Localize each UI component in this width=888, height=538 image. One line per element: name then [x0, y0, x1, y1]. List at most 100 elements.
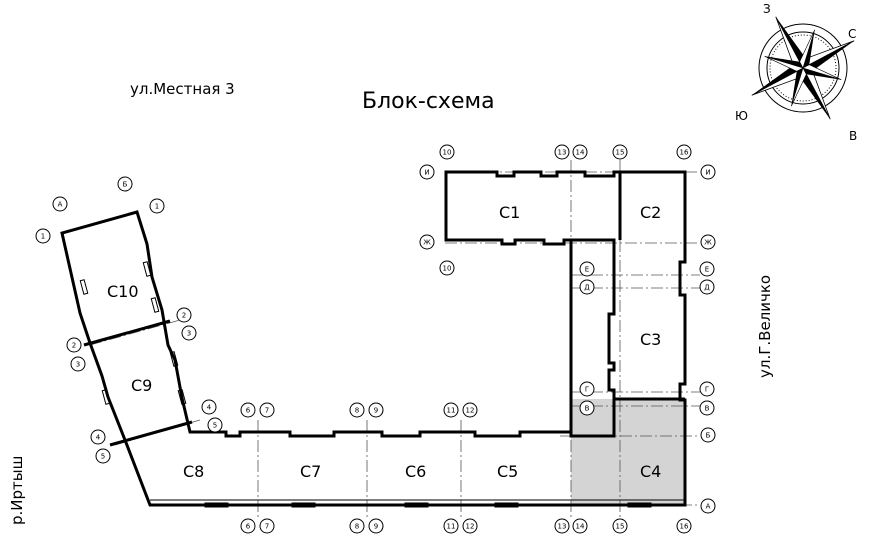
axis-bubble [700, 498, 716, 514]
axis-bubble [612, 518, 628, 534]
axis-bubble [579, 381, 595, 397]
axis-bubble-label: И [424, 169, 429, 177]
axis-bubble-label: 12 [466, 523, 475, 531]
axis-bubble-label: 11 [447, 407, 456, 415]
axis-bubble-label: 7 [265, 523, 269, 531]
section-label: С6 [405, 462, 426, 481]
axis-bubble-label: 1 [155, 203, 159, 211]
section-label: С2 [640, 203, 661, 222]
axis-bubble-label: Б [706, 432, 711, 440]
axis-bubble-label: 14 [576, 523, 585, 531]
axis-bubble [259, 518, 275, 534]
axis-bubble [699, 381, 715, 397]
axis-bubble [35, 228, 51, 244]
axis-bubble-label: 16 [680, 523, 689, 531]
axis-bubble [70, 356, 86, 372]
compass-east-label: С [848, 27, 856, 41]
axis-bubble-label: Е [585, 266, 589, 274]
axis-bubble-label: 6 [246, 523, 251, 531]
axis-bubble [207, 417, 223, 433]
axis-bubble [554, 518, 570, 534]
axis-bubble [240, 518, 256, 534]
compass-rose: З С В Ю [735, 2, 857, 143]
axis-bubble [439, 144, 455, 160]
axis-bubble-label: 6 [246, 407, 251, 415]
axis-bubble [699, 400, 715, 416]
section-c4-highlight [571, 399, 685, 505]
section-label: С4 [640, 462, 661, 481]
axis-bubble [90, 429, 106, 445]
axis-bubble [554, 144, 570, 160]
axis-bubble [176, 307, 192, 323]
axis-bubble-label: 8 [355, 523, 359, 531]
axis-bubble [676, 144, 692, 160]
compass-north-label: З [763, 2, 771, 16]
axis-bubble [368, 518, 384, 534]
section-label: С1 [499, 203, 520, 222]
axis-bubble [462, 402, 478, 418]
axis-bubble [699, 261, 715, 277]
axis-bubble-label: 3 [76, 361, 80, 369]
axis-bubble-label: 16 [680, 149, 689, 157]
axis-bubble [572, 518, 588, 534]
section-label: С7 [300, 462, 321, 481]
axis-bubble [700, 427, 716, 443]
axis-bubble-label: 13 [558, 523, 567, 531]
axis-bubble [149, 198, 165, 214]
axis-bubble-label: 2 [72, 342, 76, 350]
axis-bubble-label: 4 [207, 404, 212, 412]
axis-bubble-label: Д [584, 284, 590, 292]
axis-bubble-label: 3 [187, 330, 191, 338]
axis-bubble [579, 279, 595, 295]
section-label: С8 [183, 462, 204, 481]
axis-bubble [419, 234, 435, 250]
axis-bubble [201, 399, 217, 415]
axis-bubble [259, 402, 275, 418]
axis-bubble-label: 2 [182, 312, 186, 320]
street-label-local: ул.Местная 3 [130, 80, 235, 98]
section-label: С3 [640, 330, 661, 349]
axis-bubble [443, 402, 459, 418]
compass-west-label: Ю [735, 109, 748, 123]
axis-bubble [612, 144, 628, 160]
axis-bubble [240, 402, 256, 418]
window-marks [79, 261, 652, 508]
axis-bubble [579, 400, 595, 416]
compass-south-label: В [849, 129, 857, 143]
axis-bubble-label: Г [585, 386, 589, 394]
axis-bubble [181, 325, 197, 341]
axis-bubble [419, 164, 435, 180]
section-label: С9 [131, 376, 152, 395]
axis-bubble [676, 518, 692, 534]
axis-bubble [579, 261, 595, 277]
section-label: С5 [497, 462, 518, 481]
axis-bubble-label: Ж [423, 239, 431, 247]
axis-bubble-label: 14 [576, 149, 585, 157]
street-label-velichko: ул.Г.Величко [756, 275, 774, 378]
diagram-title: Блок-схема [362, 89, 495, 114]
axis-bubble-label: 1 [41, 233, 45, 241]
axis-bubble-label: 8 [355, 407, 359, 415]
axis-bubble [349, 402, 365, 418]
building-outline [60, 170, 687, 508]
axis-bubble-label: 7 [265, 407, 269, 415]
axis-bubble [66, 337, 82, 353]
axis-bubble-label: 10 [443, 149, 452, 157]
axis-bubble-label: 15 [616, 149, 625, 157]
axis-bubble [699, 279, 715, 295]
axis-bubble [368, 402, 384, 418]
axis-bubble-label: А [706, 503, 711, 511]
axis-bubble-label: В [585, 405, 590, 413]
axis-bubble [700, 234, 716, 250]
axis-bubble [117, 176, 133, 192]
axis-bubble-label: 5 [101, 453, 105, 461]
axis-bubble-label: 9 [374, 407, 378, 415]
axis-bubble [52, 196, 68, 212]
axis-bubble-label: Д [704, 284, 710, 292]
axis-bubble [572, 144, 588, 160]
axis-bubble-label: И [705, 169, 710, 177]
axis-bubble-label: 11 [447, 523, 456, 531]
axis-bubble-label: 5 [213, 422, 217, 430]
axis-bubble [443, 518, 459, 534]
